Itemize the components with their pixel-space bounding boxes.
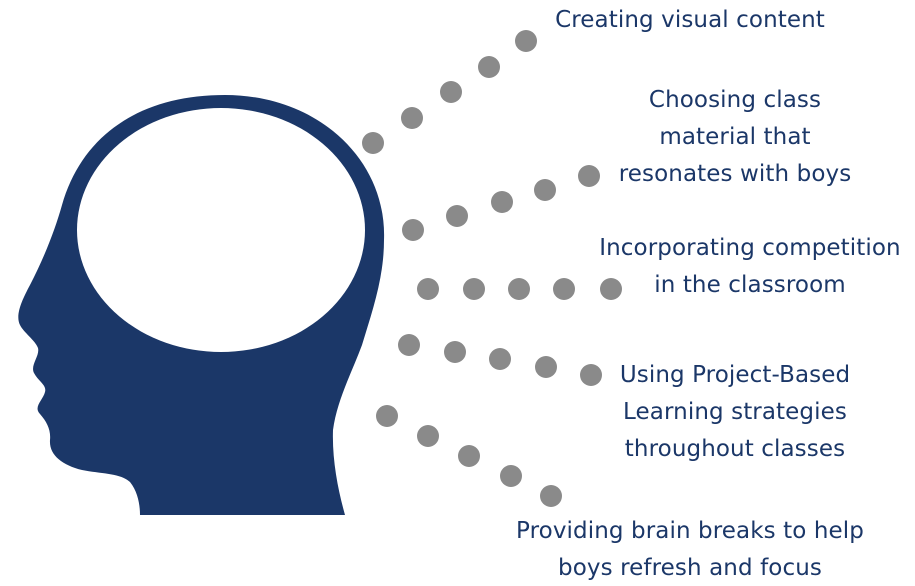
- connector-dot: [491, 191, 513, 213]
- branch-label-line: boys refresh and focus: [558, 555, 822, 581]
- connector-dots-branch-1: [362, 30, 537, 154]
- connector-dot: [578, 165, 600, 187]
- branch-label-line: Learning strategies: [623, 399, 847, 425]
- connector-dots-branch-3: [417, 278, 622, 300]
- branch-label-line: resonates with boys: [618, 161, 852, 187]
- connector-dots-branch-4: [398, 334, 602, 386]
- connector-dot: [535, 356, 557, 378]
- brain-cavity: [77, 108, 365, 352]
- connector-dot: [553, 278, 575, 300]
- connector-dots-branch-5: [376, 405, 562, 507]
- branch-label-line: Providing brain breaks to help: [516, 518, 864, 544]
- connector-dot: [440, 81, 462, 103]
- connector-dot: [580, 364, 602, 386]
- branch-label-line: material that: [659, 124, 811, 150]
- connector-dot: [417, 278, 439, 300]
- connector-dot: [402, 219, 424, 241]
- branch-label-line: Creating visual content: [555, 7, 825, 33]
- connector-dot: [489, 348, 511, 370]
- connector-dot: [376, 405, 398, 427]
- connector-dot: [515, 30, 537, 52]
- connector-dot: [362, 132, 384, 154]
- connector-dots: [362, 30, 622, 507]
- connector-dot: [398, 334, 420, 356]
- connector-dot: [540, 485, 562, 507]
- branch-label-line: Choosing class: [648, 87, 822, 113]
- connector-dot: [458, 445, 480, 467]
- connector-dot: [401, 107, 423, 129]
- connector-dot: [446, 205, 468, 227]
- connector-dot: [534, 179, 556, 201]
- connector-dot: [478, 56, 500, 78]
- connector-dot: [508, 278, 530, 300]
- branch-label-project-based-learning: Using Project-Based Learning strategies …: [580, 357, 890, 468]
- branch-label-choosing-class-material: Choosing class material that resonates w…: [580, 82, 890, 193]
- connector-dot: [444, 341, 466, 363]
- branch-label-line: throughout classes: [624, 436, 846, 462]
- branch-label-line: Incorporating competition: [599, 235, 901, 261]
- branch-label-incorporating-competition: Incorporating competition in the classro…: [585, 230, 915, 304]
- connector-dot: [463, 278, 485, 300]
- connector-dot: [417, 425, 439, 447]
- branch-label-line: in the classroom: [654, 272, 846, 298]
- connector-dot: [500, 465, 522, 487]
- connector-dots-branch-2: [402, 165, 600, 241]
- branch-label-brain-breaks: Providing brain breaks to help boys refr…: [490, 513, 890, 586]
- branch-label-line: Using Project-Based: [619, 362, 851, 388]
- connector-dot: [600, 278, 622, 300]
- head-silhouette-icon: [18, 95, 385, 515]
- branch-label-creating-visual-content: Creating visual content: [520, 2, 860, 39]
